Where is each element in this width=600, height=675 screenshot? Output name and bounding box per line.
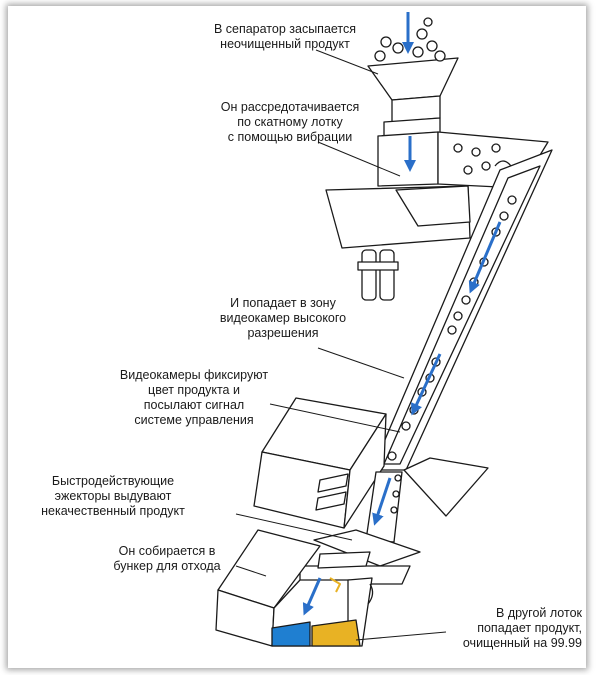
hopper: [367, 57, 459, 137]
upper-housing-panel: [395, 185, 471, 227]
reject-product-fill: [271, 621, 311, 647]
leader-feed: [315, 49, 379, 75]
reject-bin-housing: [215, 529, 321, 647]
flow-arrows: [302, 12, 502, 616]
label-ejectors: Быстродействующие эжекторы выдувают нека…: [41, 474, 185, 518]
ejector-housing: [403, 457, 489, 517]
feed-pellets: [374, 17, 446, 62]
vibration-box-front: [377, 131, 439, 187]
pipes: [357, 249, 399, 301]
chute-arrow-3: [372, 477, 392, 526]
leader-cameras: [269, 403, 401, 433]
label-feed: В сепаратор засыпается неочищенный проду…: [213, 22, 357, 51]
leader-ejectors: [235, 513, 353, 541]
label-reject-bin: Он собирается в бункер для отхода: [113, 544, 221, 573]
leader-clean-output: [355, 631, 447, 641]
leader-camera-zone: [317, 347, 405, 379]
hopper-top: [367, 57, 459, 101]
leader-reject-bin: [235, 565, 267, 577]
label-cameras: Видеокамеры фиксируют цвет продукта и по…: [119, 368, 269, 427]
camera-lens-2: [315, 491, 347, 511]
label-vibration: Он рассредотачивается по скатному лотку …: [220, 100, 360, 144]
separator-tray: [299, 529, 421, 585]
leader-vibration: [317, 141, 401, 177]
label-camera-zone: И попадает в зону видеокамер высокого ра…: [219, 296, 347, 340]
upper-housing: [325, 185, 471, 249]
chute-arrow-2: [411, 353, 442, 416]
chute-arrow-1: [468, 221, 502, 294]
label-clean-output: В другой лоток попадает продукт, очищенн…: [462, 606, 582, 650]
camera-lens-1: [317, 473, 349, 493]
accept-product-fill: [311, 619, 361, 647]
camera-unit: [253, 397, 387, 529]
tray-slot: [317, 551, 371, 569]
camera-box-side: [343, 413, 387, 529]
reject-arrow: [302, 577, 322, 616]
leader-lines: [235, 49, 447, 641]
